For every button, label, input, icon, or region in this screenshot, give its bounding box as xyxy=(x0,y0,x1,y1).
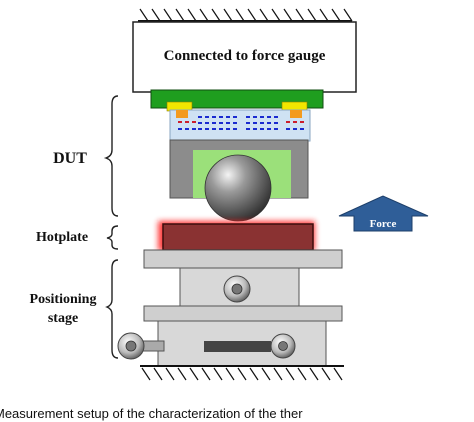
adjustment-knob-icon xyxy=(117,332,145,360)
hotplate xyxy=(158,221,315,251)
positioning-stage xyxy=(117,249,343,367)
pcb xyxy=(150,89,324,109)
stage-label: stage xyxy=(47,311,79,326)
stage-slot xyxy=(204,341,271,352)
top-ground-hatch-icon xyxy=(138,8,353,22)
stage-plate-middle xyxy=(143,305,343,322)
force-gauge-connector xyxy=(132,21,357,93)
dut-bracket-icon xyxy=(103,95,119,217)
die-package xyxy=(169,109,311,142)
stage-plate-top xyxy=(143,249,343,269)
dut-assembly xyxy=(150,89,324,222)
stage-bracket-icon xyxy=(105,259,119,359)
force-gauge-label: Connected to force gauge xyxy=(163,48,326,64)
figure-caption: Measurement setup of the characterizatio… xyxy=(0,406,303,421)
adjustment-knob-icon xyxy=(223,275,251,303)
adjustment-knob-icon xyxy=(270,333,296,359)
solder-right xyxy=(290,110,302,118)
hotplate-label: Hotplate xyxy=(35,230,89,245)
positioning-label: Positioning xyxy=(29,292,97,307)
dut-label: DUT xyxy=(53,150,87,167)
bottom-ground-hatch-icon xyxy=(140,365,344,381)
up-arrow-icon xyxy=(338,195,429,232)
solder-left xyxy=(176,110,188,118)
steel-ball-icon xyxy=(204,154,272,222)
hotplate-bracket-icon xyxy=(106,225,119,250)
force-label: Force xyxy=(369,218,397,230)
